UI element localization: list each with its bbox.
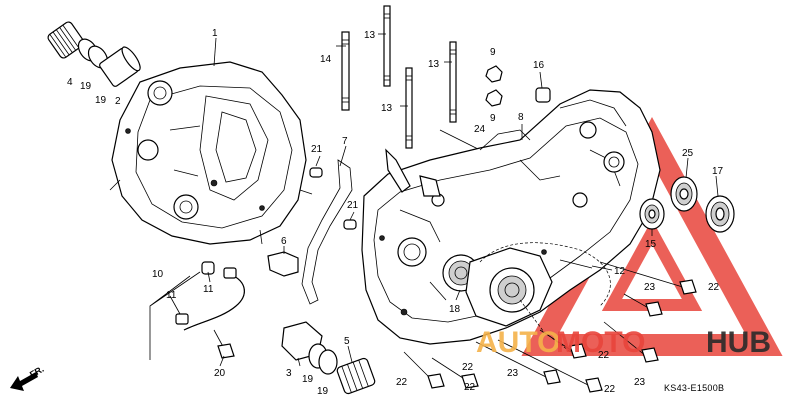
callout-22: 22 <box>462 362 474 373</box>
collar <box>535 87 551 103</box>
callout-24: 24 <box>474 124 486 135</box>
watermark-word-hub: HUB <box>706 326 771 359</box>
watermark-word-auto: AUTO <box>476 326 560 359</box>
dowel-pin <box>309 167 323 178</box>
callout-21: 21 <box>311 144 323 155</box>
callout-5: 5 <box>344 336 350 347</box>
stud-bolts <box>341 5 457 149</box>
callout-22: 22 <box>604 384 616 395</box>
oil-pipe <box>175 261 245 331</box>
callout-22: 22 <box>464 382 476 393</box>
callout-14: 14 <box>320 54 332 65</box>
bottom-bolts <box>403 259 697 393</box>
stud-bolt <box>405 67 413 149</box>
bolt <box>559 259 593 269</box>
callout-23: 23 <box>634 377 646 388</box>
callout-9: 9 <box>490 113 496 124</box>
callout-6: 6 <box>281 236 287 247</box>
callout-17: 17 <box>712 166 724 177</box>
callout-11: 11 <box>166 290 177 301</box>
callout-2: 2 <box>115 96 121 107</box>
bearing <box>639 198 665 230</box>
callout-1: 1 <box>212 28 218 39</box>
breather-fitting <box>267 251 299 277</box>
callout-9: 9 <box>490 47 496 58</box>
callout-8: 8 <box>518 112 524 123</box>
callout-23: 23 <box>507 368 519 379</box>
bolt <box>599 261 697 295</box>
callout-21: 21 <box>347 200 359 211</box>
callout-19: 19 <box>302 374 314 385</box>
bearing <box>670 176 698 212</box>
callout-18: 18 <box>449 304 461 315</box>
callout-10: 10 <box>152 269 164 280</box>
callout-19: 19 <box>317 386 329 397</box>
bolt <box>213 329 235 359</box>
callout-13: 13 <box>428 59 440 70</box>
bolt <box>497 339 603 393</box>
front-label: FR. <box>28 364 46 380</box>
stud-bolt <box>383 5 391 87</box>
callout-13: 13 <box>364 30 376 41</box>
callout-11: 11 <box>203 284 214 295</box>
oil-seal-group-bottom <box>281 321 376 395</box>
callout-4: 4 <box>67 77 73 88</box>
right-crankcase <box>361 89 661 357</box>
nut <box>485 89 503 107</box>
left-crankcase <box>109 61 313 245</box>
bearing <box>705 195 735 233</box>
dowel-pin <box>343 219 357 230</box>
callout-19: 19 <box>95 95 107 106</box>
bolt <box>623 293 663 317</box>
callout-22: 22 <box>598 350 610 361</box>
bolt <box>403 351 445 389</box>
bolt <box>431 357 479 389</box>
callout-19: 19 <box>80 81 92 92</box>
bolt <box>603 321 659 363</box>
callout-numbers: 1 4 19 19 2 14 13 13 13 9 9 16 24 8 7 21… <box>67 28 724 397</box>
callout-12: 12 <box>614 266 626 277</box>
diagram-code: KS43-E1500B <box>664 383 724 393</box>
callout-13: 13 <box>381 103 393 114</box>
bolt <box>539 329 587 359</box>
watermark-word-moto: MOTO <box>556 326 645 359</box>
callout-25: 25 <box>682 148 694 159</box>
oil-seal-group-top <box>47 21 141 87</box>
nut <box>485 65 503 83</box>
callout-22: 22 <box>708 282 720 293</box>
front-arrow-icon <box>10 372 38 391</box>
gasket <box>301 159 353 305</box>
bolt <box>475 341 561 385</box>
callout-20: 20 <box>214 368 226 379</box>
callout-23: 23 <box>644 282 656 293</box>
callout-15: 15 <box>645 239 657 250</box>
callout-22: 22 <box>396 377 408 388</box>
callout-3: 3 <box>286 368 292 379</box>
stud-bolt <box>449 41 457 123</box>
watermark-text: AUTO MOTO HUB <box>476 326 771 359</box>
callout-7: 7 <box>342 136 348 147</box>
front-direction-indicator: FR. <box>10 364 46 391</box>
stud-bolt <box>341 31 350 111</box>
leader-lines <box>169 33 719 367</box>
part-leader-bracket <box>149 271 201 360</box>
callout-16: 16 <box>533 60 545 71</box>
